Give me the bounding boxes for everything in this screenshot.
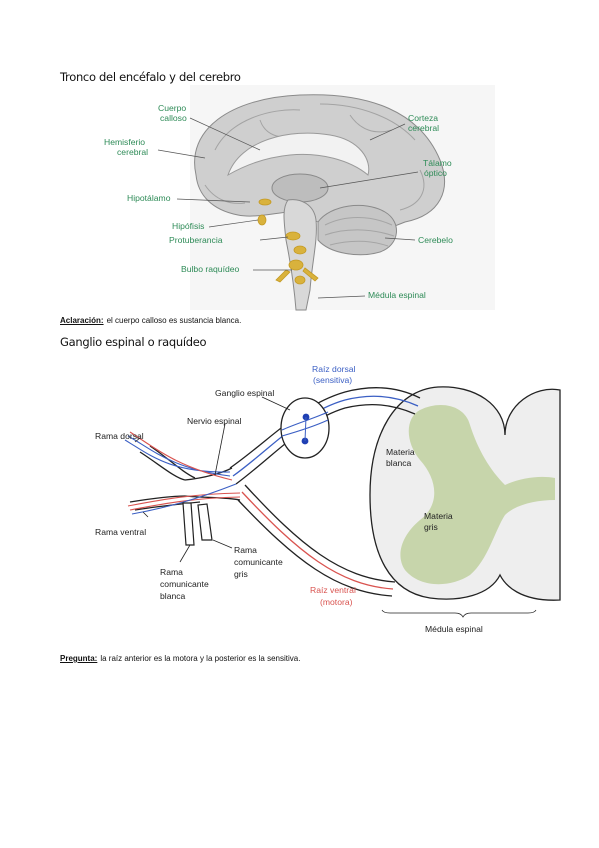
label-corteza-1: Corteza: [408, 113, 438, 123]
label-raiz-ventral-1: Raíz ventral: [310, 585, 356, 595]
label-rama-comunicante-blanca-2: comunicante: [160, 579, 209, 589]
spinal-nerve-diagram: Raíz dorsal (sensitiva) Ganglio espinal …: [95, 364, 561, 634]
dorsal-root-blue-fiber: [232, 395, 419, 477]
gyri-lines: [204, 103, 425, 211]
note-pregunta-label: Pregunta:: [60, 654, 98, 663]
note-pregunta-text: la raíz anterior es la motora y la poste…: [100, 654, 301, 663]
dorsal-ramus-outline: [139, 445, 196, 481]
rama-comunicante-blanca-shape: [182, 502, 195, 546]
note-aclaracion-label: Aclaración:: [60, 316, 104, 325]
note-aclaracion-text: el cuerpo calloso es sustancia blanca.: [106, 316, 242, 325]
label-rama-dorsal: Rama dorsal: [95, 431, 144, 441]
label-rama-comunicante-gris-2: comunicante: [234, 557, 283, 567]
label-rama-comunicante-gris-3: gris: [234, 569, 248, 579]
label-rama-ventral: Rama ventral: [95, 527, 146, 537]
brain-diagram: Cuerpo calloso Hemisferio cerebral Hipot…: [104, 85, 495, 311]
ganglion-shape: [280, 397, 330, 459]
ventral-ramus-fibers: [127, 492, 241, 511]
ventral-root-red-fiber: [241, 491, 394, 590]
label-hipofisis: Hipófisis: [172, 221, 204, 231]
label-raiz-ventral-2: (motora): [320, 597, 353, 607]
label-materia-blanca-1: Materia: [386, 447, 415, 457]
label-materia-blanca-2: blanca: [386, 458, 412, 468]
section-title-ganglion: Ganglio espinal o raquídeo: [60, 335, 207, 349]
label-medula-espinal: Médula espinal: [425, 624, 483, 634]
label-rama-comunicante-blanca-1: Rama: [160, 567, 183, 577]
spinal-cord-gray-matter: [400, 405, 555, 585]
dorsal-ramus-fibers: [124, 435, 231, 477]
label-materia-gris-1: Materia: [424, 511, 453, 521]
brain-leader-lines: [157, 117, 419, 299]
label-talamo-2: óptico: [424, 168, 447, 178]
spinal-leader-lines: [134, 396, 537, 618]
label-ganglio-espinal: Ganglio espinal: [215, 388, 274, 398]
label-cerebelo: Cerebelo: [418, 235, 453, 245]
label-cuerpo-calloso-2: calloso: [160, 113, 187, 123]
label-hemisferio-1: Hemisferio: [104, 137, 145, 147]
dorsal-root-outline: [229, 387, 421, 485]
label-hemisferio-2: cerebral: [117, 147, 148, 157]
label-talamo-1: Tálamo: [423, 158, 452, 168]
thalamus-shape: [271, 173, 329, 203]
label-raiz-dorsal-1: Raíz dorsal: [312, 364, 356, 374]
label-corteza-2: cerebral: [408, 123, 439, 133]
dorsal-ramus-red-fiber: [129, 431, 233, 481]
cerebrum-shape: [194, 94, 445, 234]
label-rama-comunicante-blanca-3: blanca: [160, 591, 186, 601]
section-title-brain: Tronco del encéfalo y del cerebro: [60, 70, 241, 84]
label-hipotalamo: Hipotálamo: [127, 193, 171, 203]
ganglion-cell-link: [304, 416, 307, 442]
ventral-ramus-blue-fiber: [131, 483, 237, 515]
note-aclaracion: Aclaración:el cuerpo calloso es sustanci…: [60, 316, 241, 325]
cranial-nerves: [257, 198, 319, 285]
label-raiz-dorsal-2: (sensitiva): [313, 375, 352, 385]
brainstem-shape: [283, 199, 317, 311]
label-rama-comunicante-gris-1: Rama: [234, 545, 257, 555]
corpus-callosum-shape: [227, 132, 370, 177]
label-cuerpo-calloso-1: Cuerpo: [158, 103, 186, 113]
rama-comunicante-gris-shape: [197, 503, 213, 541]
cerebellum-folia: [324, 217, 395, 247]
ventral-root-outline: [237, 484, 396, 597]
label-protuberancia: Protuberancia: [169, 235, 223, 245]
label-medula-espinal-brain: Médula espinal: [368, 290, 426, 300]
label-materia-gris-2: gris: [424, 522, 438, 532]
label-nervio-espinal: Nervio espinal: [187, 416, 242, 426]
label-bulbo: Bulbo raquídeo: [181, 264, 240, 274]
note-pregunta: Pregunta:la raíz anterior es la motora y…: [60, 654, 300, 663]
